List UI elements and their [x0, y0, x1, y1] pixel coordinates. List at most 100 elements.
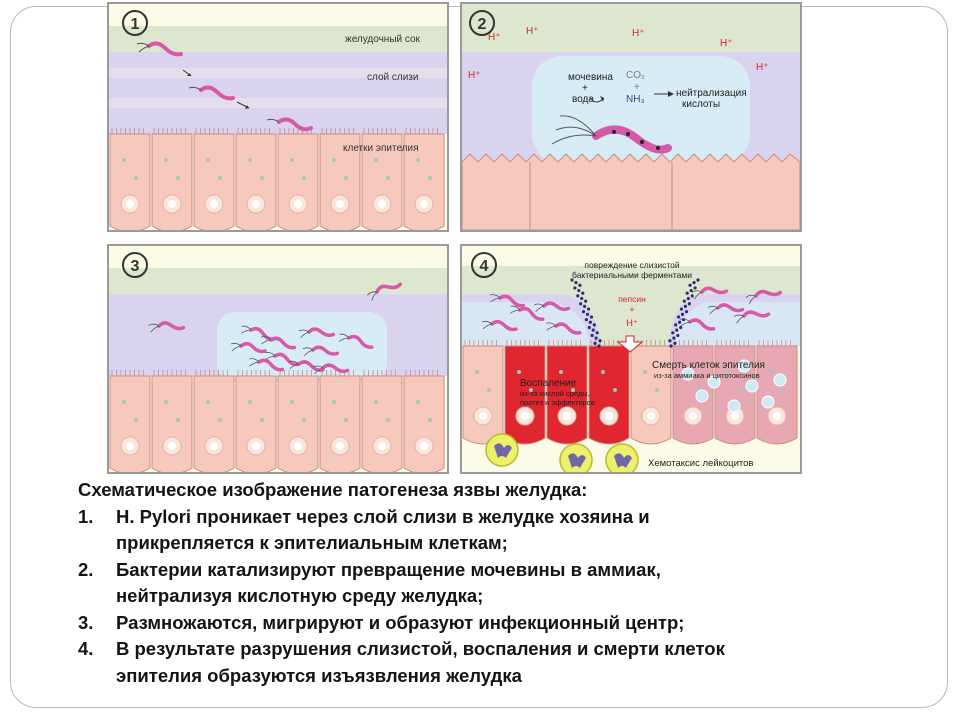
enzyme-dot	[589, 315, 594, 319]
enzyme-dot	[683, 304, 687, 308]
enzyme-dot	[687, 302, 691, 306]
panel-1-penetration: 1 желудочный сок слой слизи клетки эпите…	[107, 2, 449, 232]
bacterium	[551, 115, 672, 154]
acid-arrow	[616, 335, 644, 353]
enzyme-dot	[672, 336, 676, 340]
bacterium	[312, 363, 350, 375]
h-ion: H⁺	[632, 28, 645, 39]
enzyme-dot	[684, 310, 689, 314]
label-acid: кислоты	[682, 99, 720, 110]
h-ion: H⁺	[626, 318, 637, 328]
bacterium	[230, 342, 267, 354]
enzyme-dot	[597, 344, 601, 348]
leukocyte	[485, 433, 519, 467]
item-text: Бактерии катализируют превращение мочеви…	[116, 557, 938, 610]
panel-number: 3	[131, 258, 140, 275]
enzyme-dot	[593, 341, 597, 345]
panel-number-badge: 1	[122, 10, 148, 36]
epithelial-cell	[109, 370, 151, 472]
enzyme-dot	[673, 341, 677, 345]
enzyme-dot	[696, 278, 700, 282]
epithelial-cell	[277, 370, 319, 472]
item-line: H. Pylori проникает через слой слизи в ж…	[116, 505, 650, 527]
h-ion: H⁺	[488, 32, 501, 43]
enzyme-dot	[586, 307, 591, 311]
enzyme-dot	[671, 331, 675, 335]
leukocyte	[559, 443, 593, 472]
panel-4-illustration: 4 повреждение слизистой бактериальными ф…	[462, 246, 800, 472]
label-urea: мочевина	[568, 72, 613, 83]
label-pepsin: пепсин	[618, 294, 646, 304]
bacterium	[510, 305, 545, 321]
h-ion: H⁺	[526, 26, 539, 37]
panel-number-badge: 3	[122, 252, 148, 278]
list-item: 1. H. Pylori проникает через слой слизи …	[78, 504, 938, 557]
item-line: прикрепляется к эпителиальным клеткам;	[116, 532, 508, 553]
item-text: Размножаются, мигрируют и образуют инфек…	[116, 610, 938, 637]
enzyme-dot	[585, 312, 590, 316]
enzyme-dot	[668, 339, 672, 343]
panel-3-colonization: 3	[107, 244, 449, 474]
list-item: 3. Размножаются, мигрируют и образуют ин…	[78, 610, 938, 637]
panel-number: 4	[480, 258, 489, 275]
bacterium	[481, 320, 518, 332]
label-inflammation-cause: из-за кислой среды,	[520, 389, 590, 398]
enzyme-dot	[689, 288, 693, 293]
item-number: 3.	[78, 611, 94, 633]
epithelial-cell	[235, 128, 277, 230]
bacterial-enzymes	[570, 278, 700, 348]
epithelial-cell	[193, 370, 235, 472]
enzyme-dot	[690, 294, 694, 298]
enzyme-dot	[679, 325, 683, 330]
item-text: H. Pylori проникает через слой слизи в ж…	[116, 504, 938, 557]
enzyme-dot	[669, 344, 673, 348]
panel-4-ulceration: 4 повреждение слизистой бактериальными ф…	[460, 244, 802, 474]
item-line: эпителия образуются изъязвления желудка	[116, 664, 522, 686]
enzyme-dot	[578, 283, 582, 287]
enzyme-dot	[581, 310, 586, 314]
vacuole	[737, 359, 751, 373]
caption: Схематическое изображение патогенеза язв…	[78, 477, 938, 689]
enzyme-dot	[581, 291, 585, 295]
enzyme-dot	[592, 323, 596, 327]
label-neutralization: нейтрализация	[676, 88, 747, 99]
bacterium	[277, 117, 313, 132]
item-text: В результате разрушения слизистой, воспа…	[116, 636, 938, 689]
label-water: вода	[572, 94, 594, 105]
epithelial-cell	[235, 370, 277, 472]
vacuole	[761, 395, 775, 409]
h-ion: H⁺	[756, 62, 769, 73]
enzyme-dot	[579, 302, 583, 306]
enzyme-dot	[676, 315, 681, 319]
vacuole	[727, 399, 741, 413]
bacterium	[261, 336, 297, 350]
epithelial-cell	[193, 128, 235, 230]
bacterium	[148, 321, 186, 333]
enzyme-dot	[577, 288, 581, 293]
leukocyte	[605, 443, 639, 472]
enzyme-dot	[680, 312, 685, 316]
bacterium	[533, 301, 571, 313]
epithelial-cell	[277, 128, 319, 230]
enzyme-dot	[674, 323, 678, 327]
enzyme-dot	[676, 333, 680, 338]
panel-3-illustration: 3	[109, 246, 447, 472]
item-line: Бактерии катализируют превращение мочеви…	[116, 558, 661, 580]
item-line: Размножаются, мигрируют и образуют инфек…	[116, 611, 685, 633]
enzyme-dot	[588, 320, 592, 324]
enzyme-dot	[587, 325, 591, 330]
bacterium	[707, 303, 745, 315]
enzyme-dot	[682, 299, 686, 303]
epithelial-cell	[361, 370, 403, 472]
plus-sign: +	[634, 82, 640, 93]
panel-number: 2	[478, 16, 487, 33]
leukocytes	[485, 433, 639, 472]
bacteria-group	[136, 41, 313, 132]
bacterium	[199, 85, 235, 101]
bacterium	[339, 333, 374, 349]
item-line: нейтрализуя кислотную среду желудка;	[116, 585, 484, 606]
label-mucus-layer: слой слизи	[367, 72, 418, 83]
enzyme-dot	[591, 328, 595, 332]
enzyme-dot	[590, 333, 594, 338]
bacterium	[546, 322, 582, 335]
